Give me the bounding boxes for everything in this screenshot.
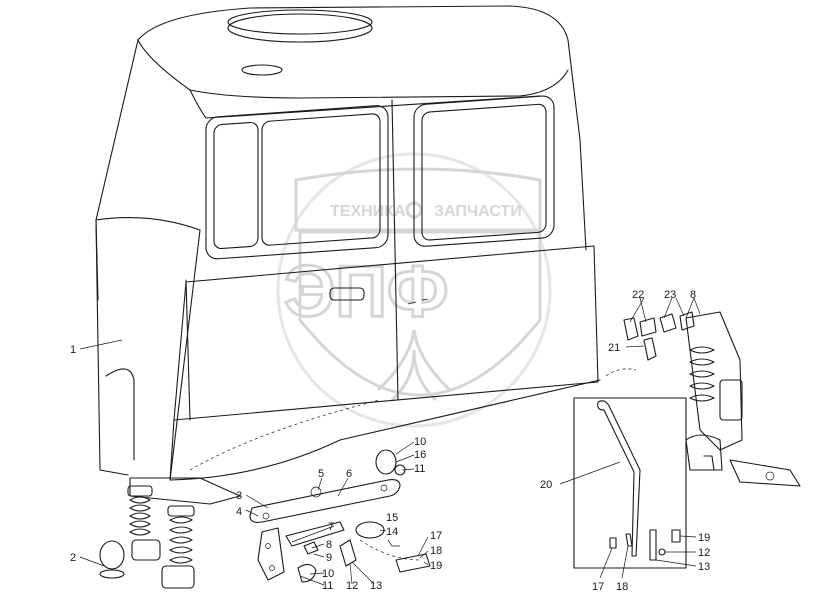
callout-9: 9: [326, 552, 332, 564]
callout-18-detail: 18: [616, 581, 628, 593]
callout-8-upper: 8: [690, 289, 696, 301]
watermark-brand-left: ТЕХНИКА: [330, 203, 406, 220]
latch-bar: [249, 479, 401, 523]
callout-12-detail: 12: [698, 547, 710, 559]
watermark-monogram: ЭПФ: [284, 252, 448, 332]
callout-13-lower: 13: [370, 580, 382, 592]
callout-18-lower: 18: [430, 545, 442, 557]
callout-13-detail: 13: [698, 561, 710, 573]
callout-23: 23: [664, 289, 676, 301]
dashed-cable: [189, 399, 421, 561]
spring-left-rear: [127, 485, 161, 561]
callout-16: 16: [414, 449, 426, 461]
callout-1: 1: [70, 344, 76, 356]
callout-17-lower: 17: [430, 530, 442, 542]
callout-17-detail: 17: [592, 581, 604, 593]
hinge-wedges-21-23: [623, 311, 695, 361]
watermark: ТЕХНИКА ЗАПЧАСТИ ЭПФ: [276, 152, 552, 428]
pin-set-17-19: [395, 553, 431, 573]
cab-body: [95, 5, 601, 505]
callout-19-lower: 19: [430, 560, 442, 572]
bumper-pad: [99, 540, 125, 579]
callout-14: 14: [386, 526, 398, 538]
callout-12-lower: 12: [346, 580, 358, 592]
callouts: 1 2 3 4 5 6 7 8 9 10 11 12 13 14 15 10 1…: [70, 289, 710, 593]
detail-box-20: [573, 397, 687, 569]
callout-11-lower: 11: [322, 580, 333, 592]
callout-20: 20: [540, 479, 552, 491]
callout-3: 3: [236, 490, 242, 502]
leader-lines: [79, 297, 701, 586]
callout-15: 15: [386, 512, 398, 524]
callout-4: 4: [236, 506, 242, 518]
latch-bracket: [257, 521, 357, 583]
callout-8-lower: 8: [326, 539, 332, 551]
callout-2: 2: [70, 552, 76, 564]
lock-pin-16: [375, 449, 406, 476]
callout-10-lower: 10: [322, 568, 334, 580]
latch-plate-15: [355, 521, 385, 539]
wheat-emblem: [376, 329, 452, 402]
watermark-brand-right: ЗАПЧАСТИ: [434, 203, 522, 220]
callout-5: 5: [318, 468, 324, 480]
tilt-hinge-assembly: [685, 311, 801, 487]
callout-22: 22: [632, 289, 644, 301]
callout-19-detail: 19: [698, 532, 710, 544]
callout-11-upper: 11: [414, 463, 425, 475]
callout-10-upper: 10: [414, 436, 426, 448]
callout-21: 21: [608, 342, 620, 354]
dashed-connector: [605, 368, 637, 377]
callout-6: 6: [346, 468, 352, 480]
callout-7: 7: [328, 521, 334, 533]
spring-left-front: [161, 505, 195, 589]
